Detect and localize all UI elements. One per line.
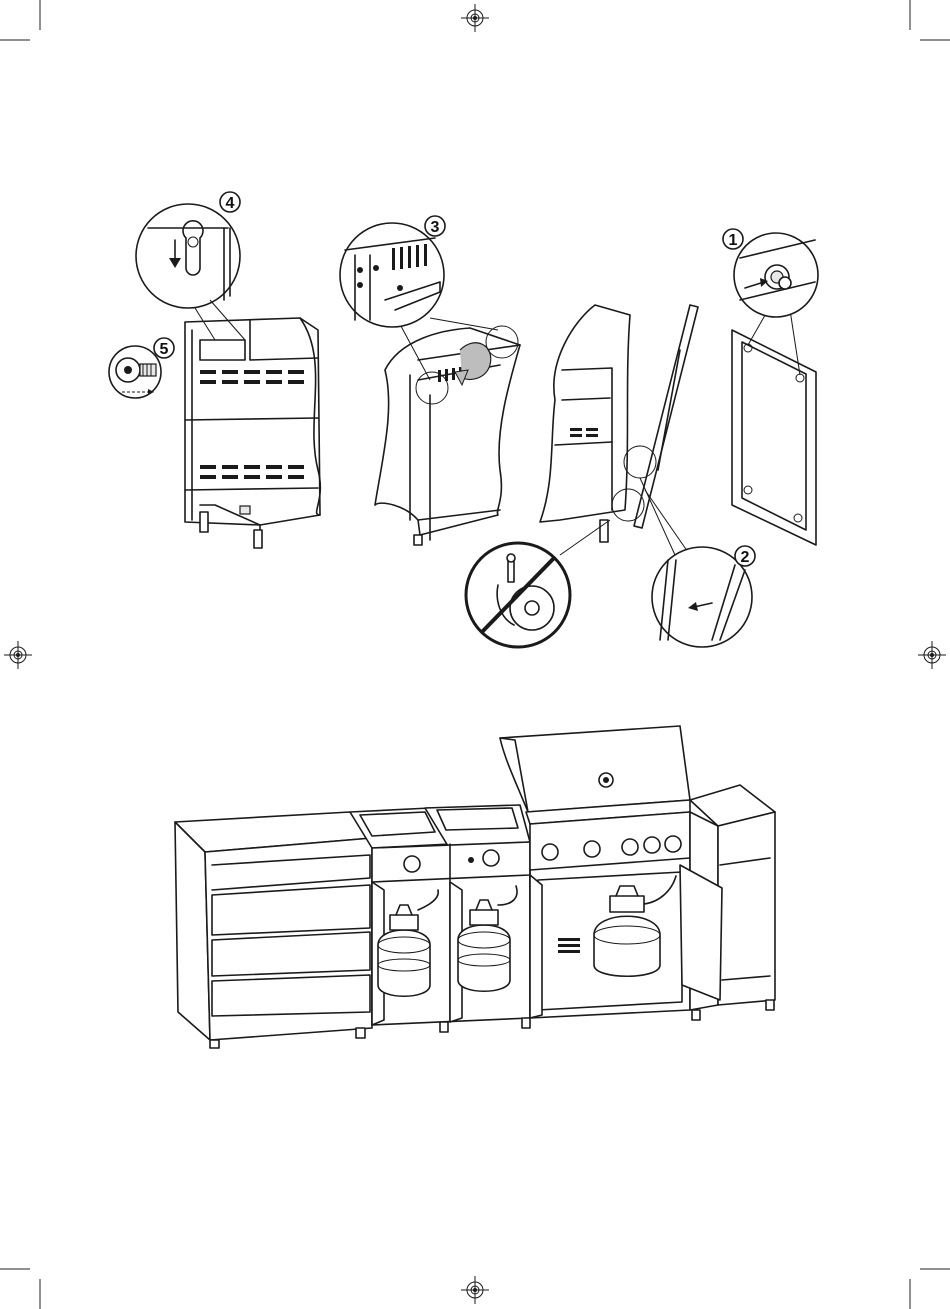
vent-slots <box>558 938 580 953</box>
svg-text:3: 3 <box>431 219 440 236</box>
svg-text:2: 2 <box>741 549 750 566</box>
door-panel-figure <box>732 310 816 545</box>
step-3-label: 3 <box>425 216 445 236</box>
step-5-label: 5 <box>154 338 174 358</box>
step-4-label: 4 <box>220 192 240 212</box>
gas-tank <box>378 905 430 996</box>
cabinet-side-panel-figure <box>375 315 520 545</box>
step-2-label: 2 <box>735 546 755 566</box>
step-1-detail-circle <box>734 233 818 317</box>
step-3-detail-circle <box>340 223 444 327</box>
svg-text:1: 1 <box>729 232 738 249</box>
step-1-label: 1 <box>723 229 743 249</box>
cabinet-back-panel-figure <box>185 318 320 548</box>
svg-text:4: 4 <box>226 195 235 212</box>
outdoor-kitchen-assembly <box>175 726 775 1048</box>
prohibited-icon <box>466 543 570 647</box>
step-4-detail-circle <box>136 204 245 340</box>
registration-mark-icon <box>461 1276 489 1304</box>
registration-mark-icon <box>461 4 489 32</box>
svg-text:5: 5 <box>160 341 169 358</box>
cabinet-door-mount-figure <box>540 305 698 555</box>
gas-tank <box>458 900 510 991</box>
registration-mark-icon <box>4 641 32 669</box>
registration-mark-icon <box>918 641 946 669</box>
step-5-detail-circle <box>109 346 161 398</box>
